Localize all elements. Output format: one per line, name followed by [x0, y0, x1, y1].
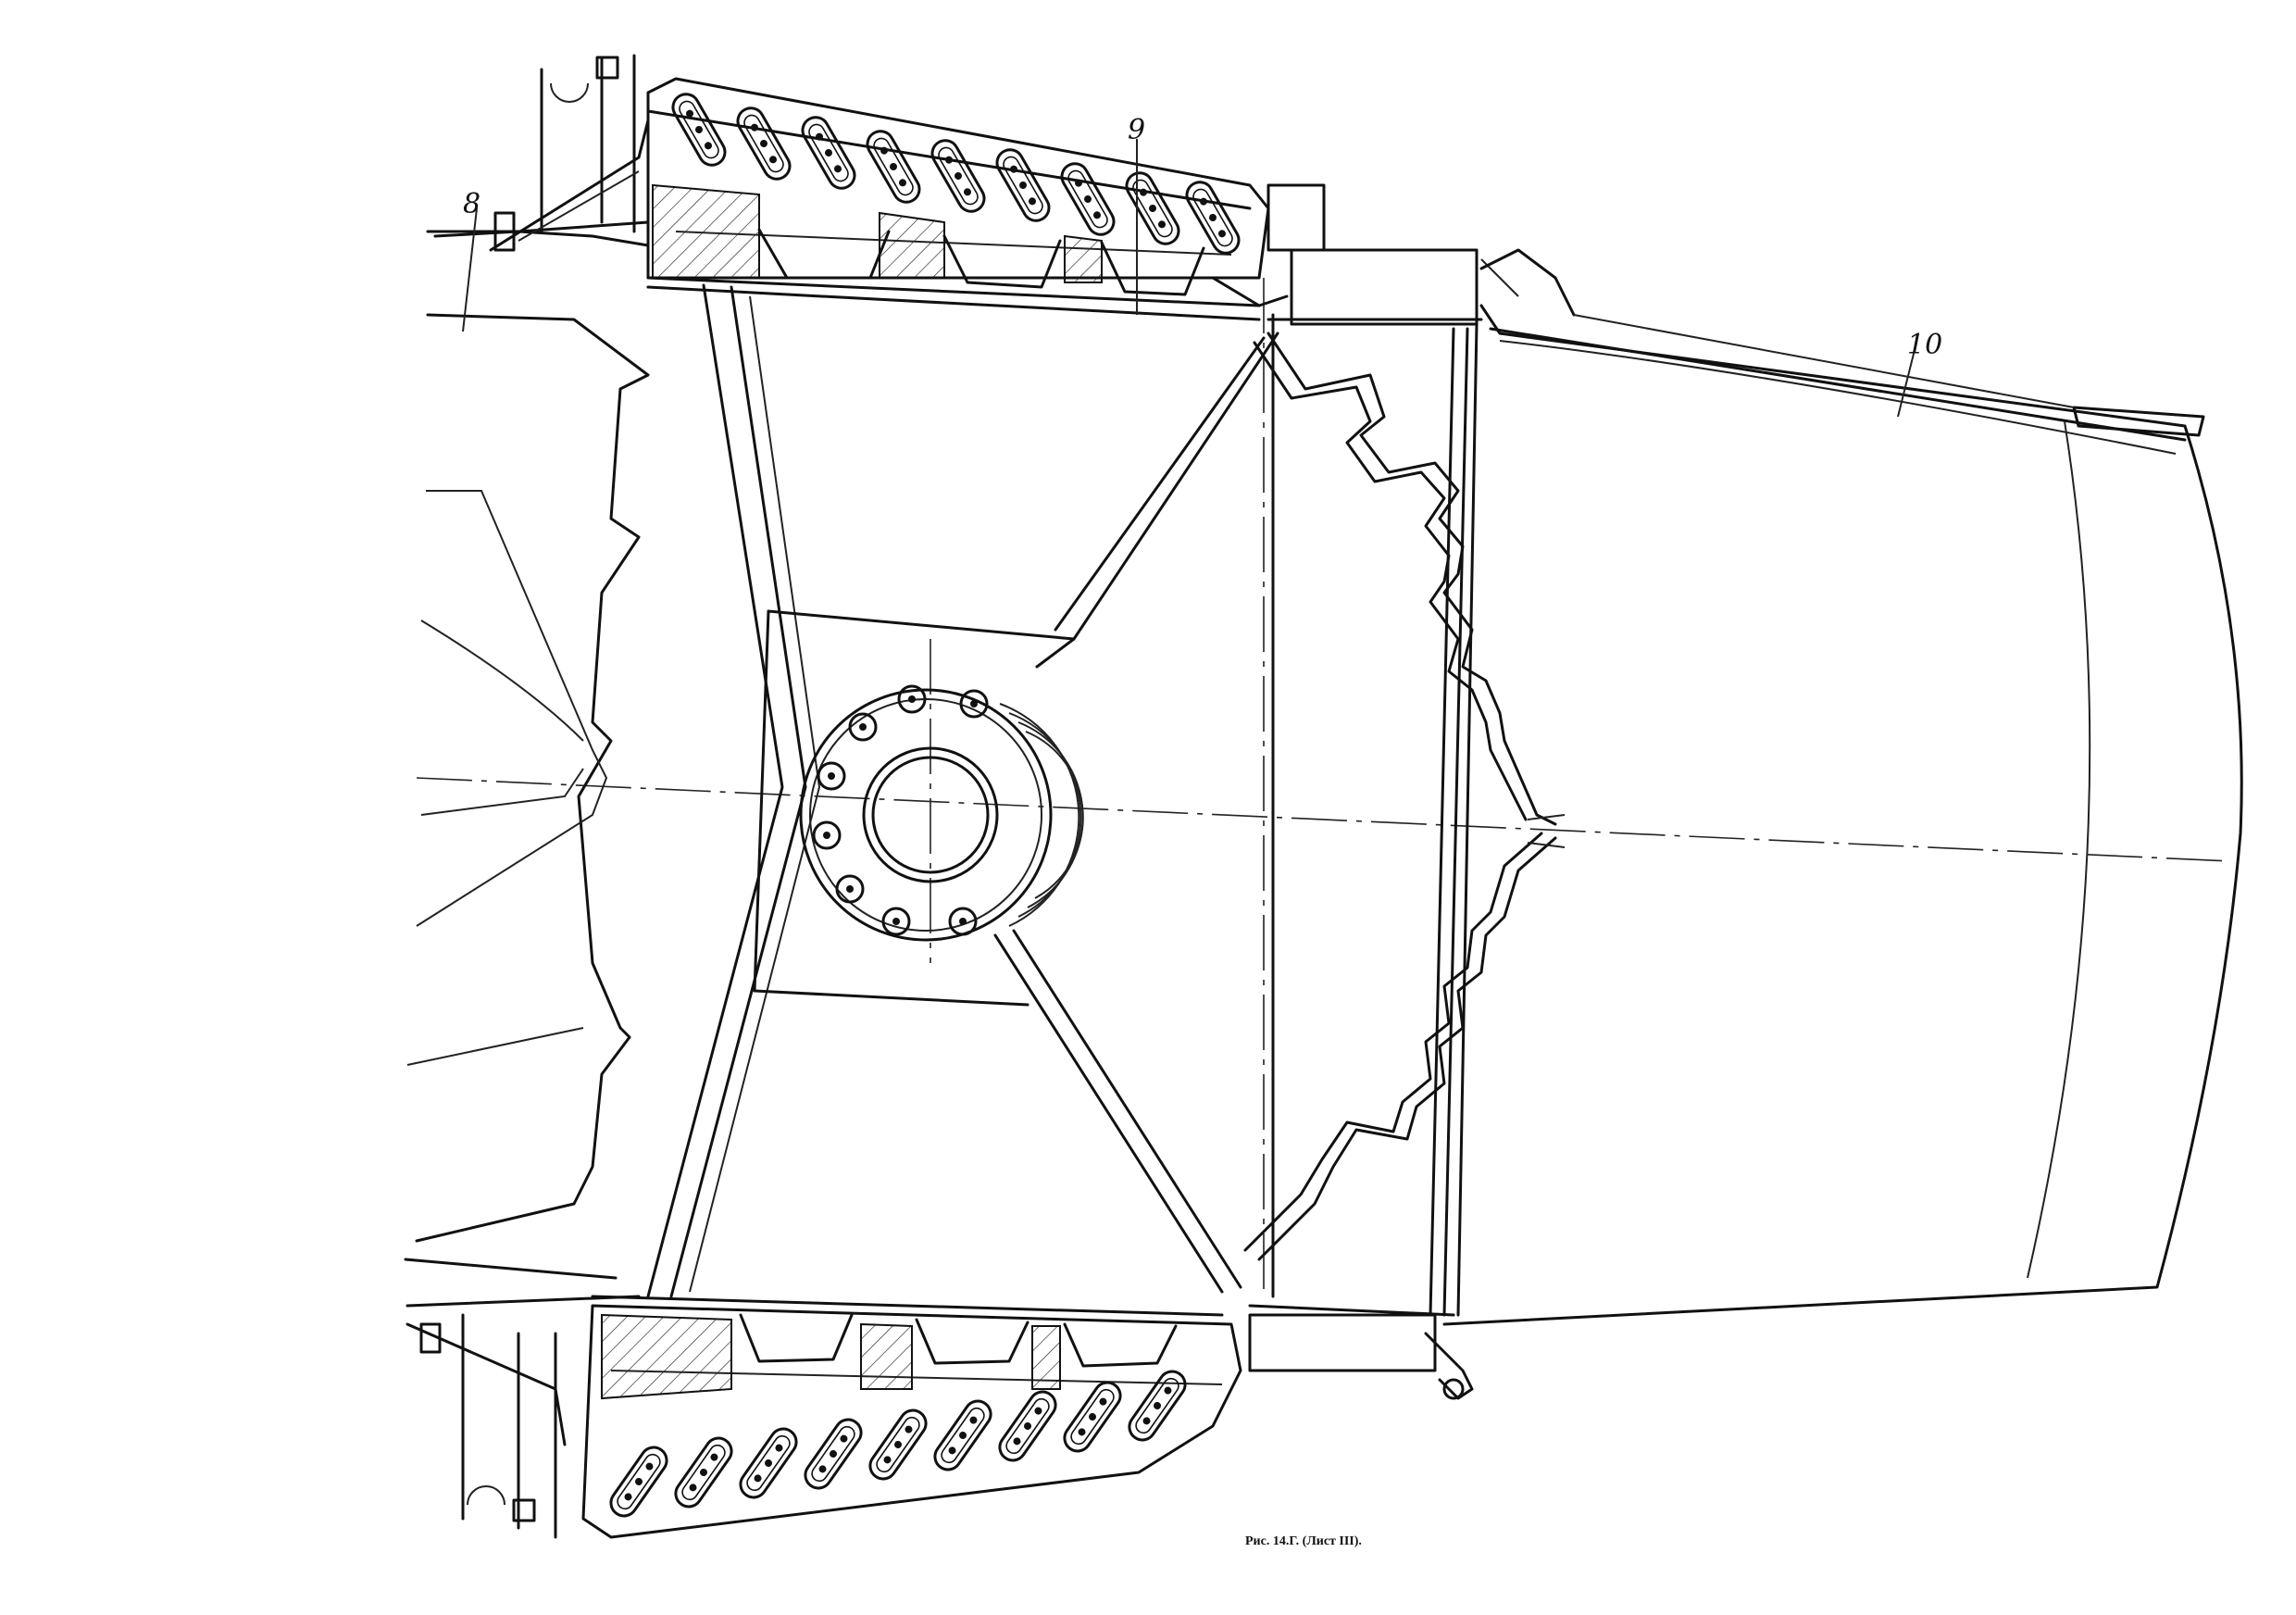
- callout-9: 9: [1128, 114, 1145, 315]
- flame-holder: [1243, 332, 1566, 1261]
- central-cone: [646, 283, 1279, 1298]
- lower-left-flange: [406, 1295, 641, 1539]
- lower-cooling-jacket: [581, 1295, 1242, 1539]
- callout-9-label: 9: [1128, 114, 1145, 146]
- center-axis: [416, 777, 2232, 862]
- callout-10: 10: [1897, 329, 1942, 418]
- hub-bore: [862, 746, 999, 883]
- hub-bolts: [812, 684, 989, 936]
- upper-left-flange: [433, 54, 650, 252]
- exhaust-nozzle: [1442, 248, 2243, 1326]
- callout-8: 8: [462, 188, 480, 332]
- mixer-lobes: [404, 230, 650, 1280]
- hub: [799, 684, 1084, 942]
- upper-cooling-jacket: [646, 77, 1289, 321]
- hub-outer: [799, 688, 1053, 942]
- liner-frame: [1248, 183, 1519, 1400]
- callout-8-label: 8: [463, 188, 480, 220]
- figure-caption: Рис. 14.Г. (Лист III).: [1245, 1534, 1362, 1548]
- callout-10-label: 10: [1907, 329, 1942, 361]
